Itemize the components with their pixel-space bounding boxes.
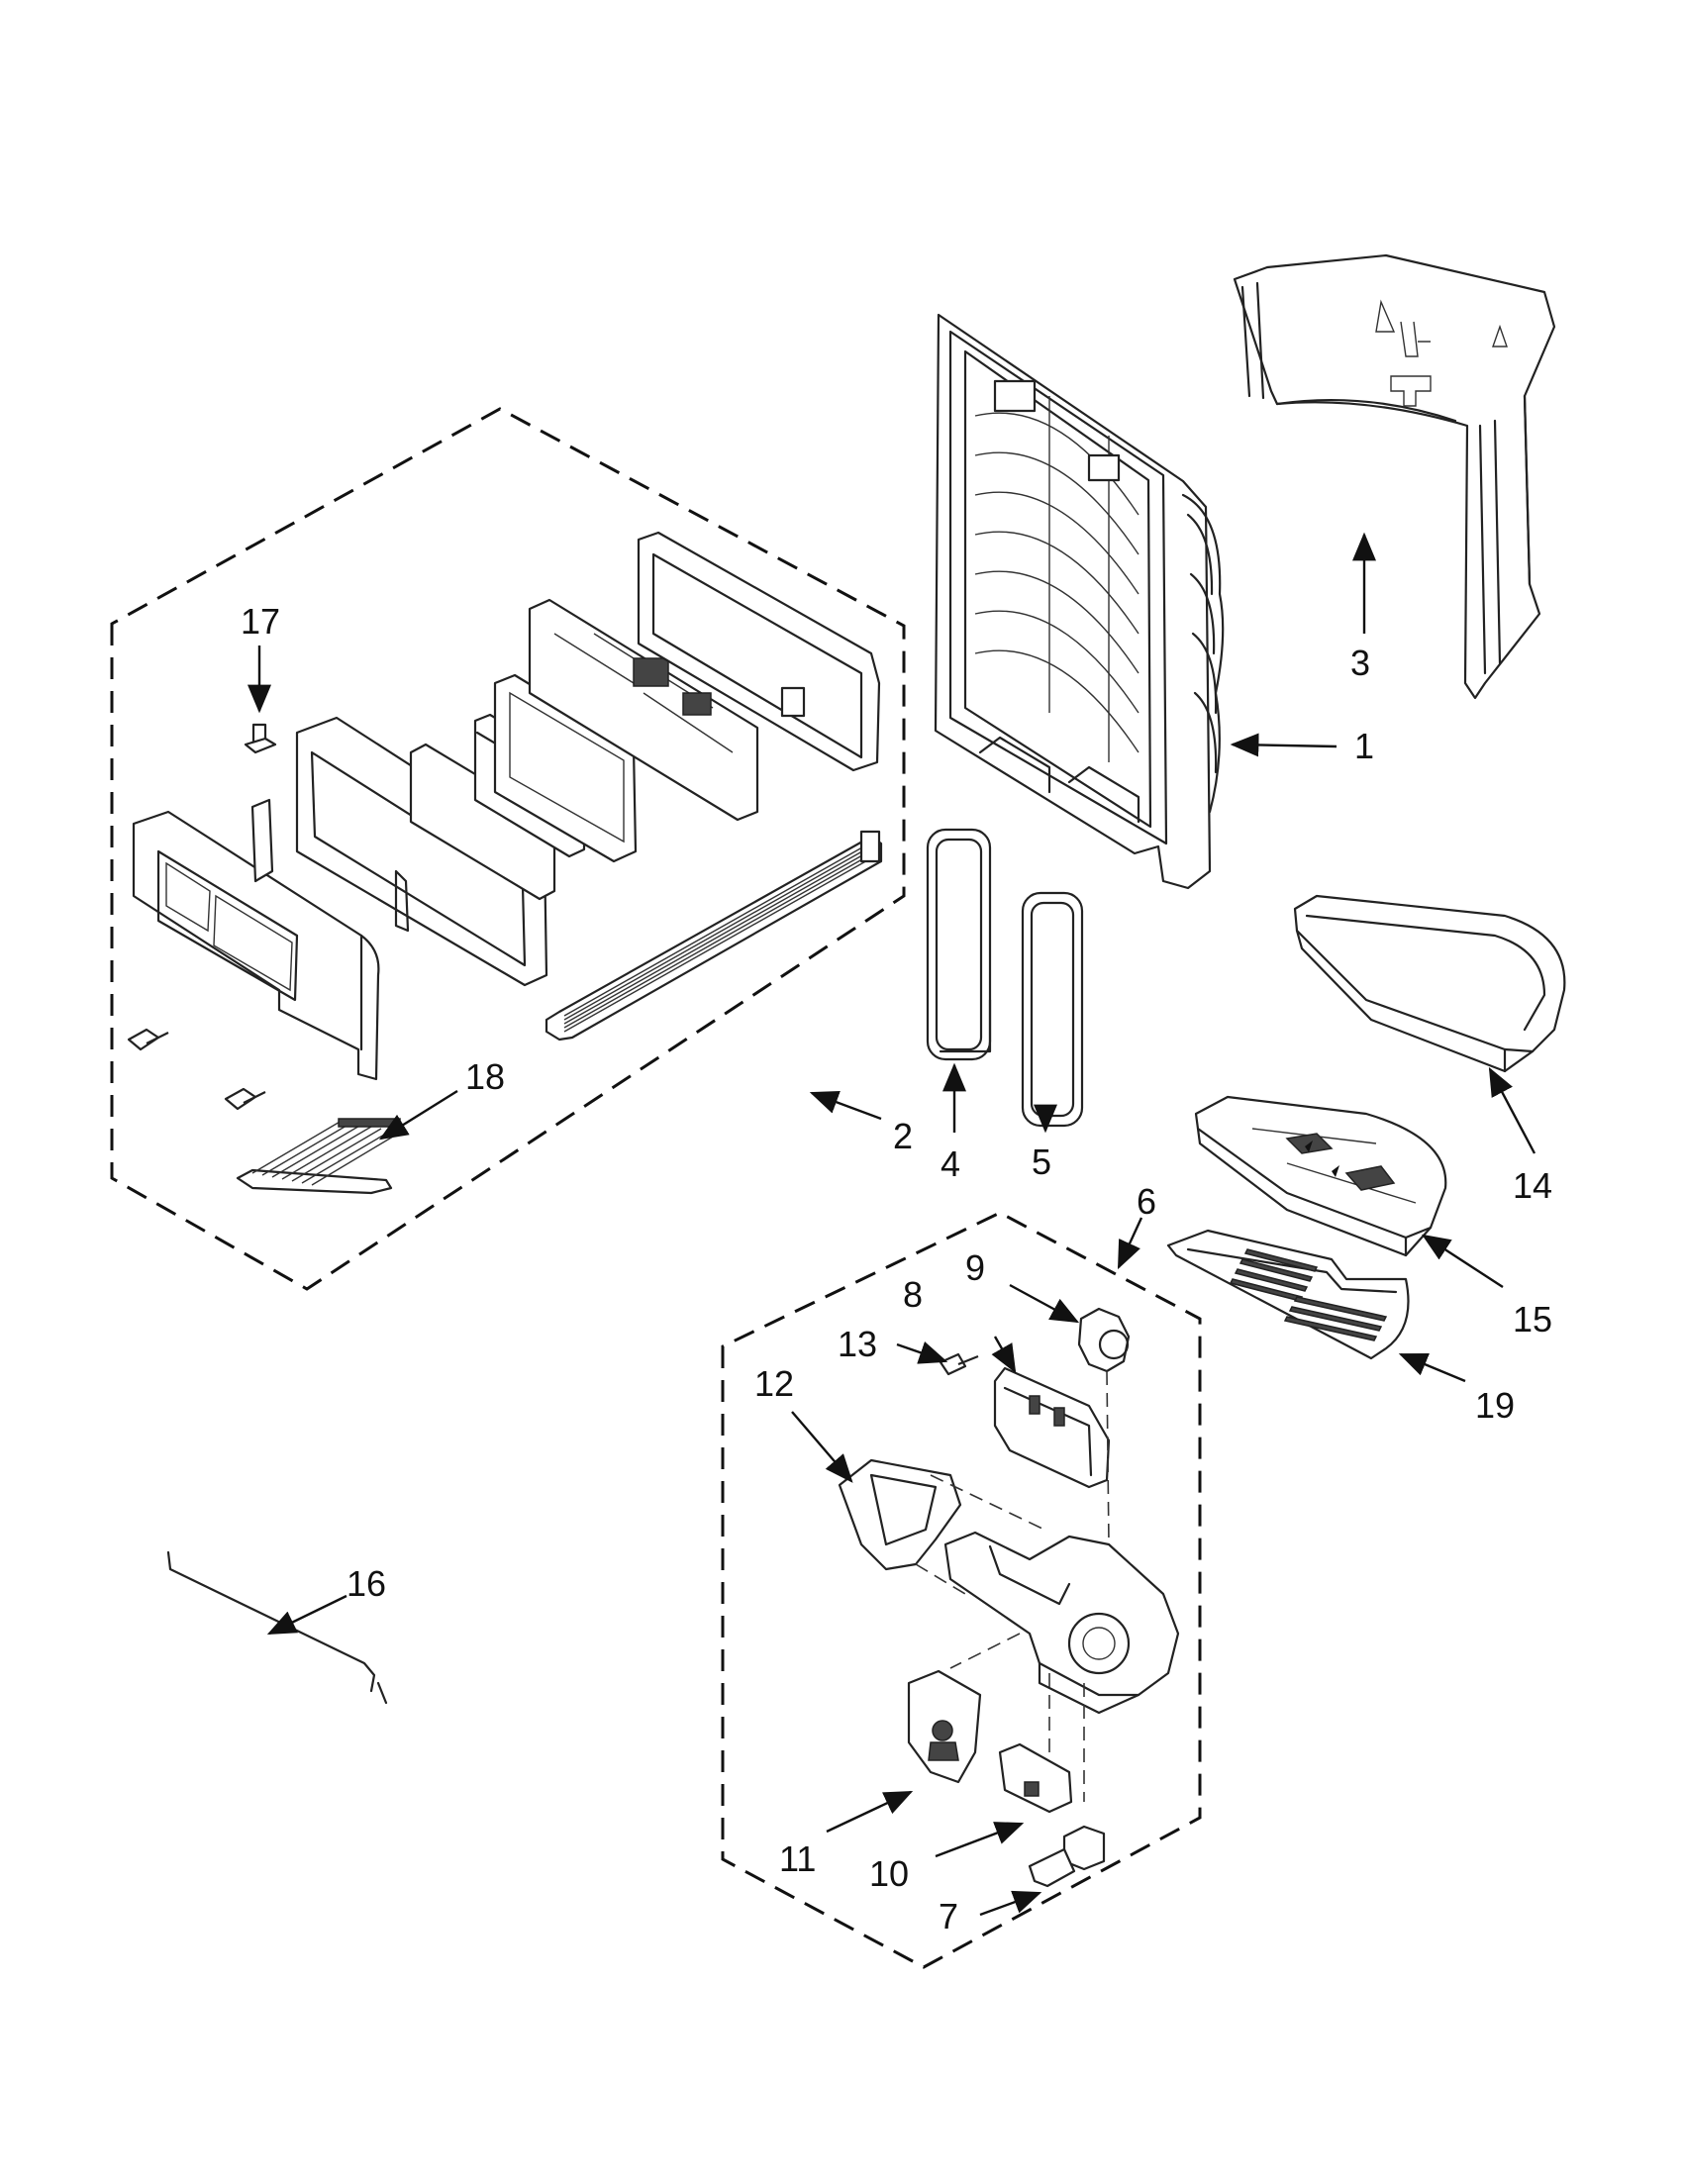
- callout-8: 8: [903, 1274, 923, 1315]
- wire-rod-part: [166, 1550, 388, 1705]
- back-cover-part: [1233, 253, 1556, 700]
- callout-17: 17: [241, 601, 280, 642]
- callout-4: 4: [941, 1143, 960, 1184]
- gasket-part-5: [1021, 891, 1084, 1128]
- callout-2: 2: [893, 1116, 913, 1156]
- dispenser-assembly-boundary: [721, 1211, 1202, 1969]
- callout-5: 5: [1032, 1142, 1051, 1182]
- callout-7: 7: [939, 1896, 958, 1936]
- control-panel-components: [127, 531, 883, 1111]
- callout-19: 19: [1475, 1385, 1515, 1426]
- callout-9: 9: [965, 1247, 985, 1288]
- callout-18: 18: [465, 1056, 505, 1097]
- callout-10: 10: [869, 1853, 909, 1894]
- tray-holder-part: [1194, 1095, 1447, 1257]
- callout-1: 1: [1354, 726, 1374, 766]
- grille-part: [1166, 1229, 1410, 1360]
- housing-frame-part: [934, 313, 1225, 890]
- dispenser-components: [838, 1307, 1180, 1888]
- gasket-part-4: [926, 828, 992, 1061]
- callout-12: 12: [754, 1363, 794, 1404]
- callout-15: 15: [1513, 1299, 1552, 1340]
- leader-arrows: [248, 532, 1536, 1917]
- callout-11: 11: [779, 1838, 816, 1879]
- callout-6: 6: [1137, 1181, 1156, 1222]
- drip-tray-part: [1293, 894, 1566, 1073]
- callout-labels: 1 2 3 4 5 6 7 8 9 10 11 12 13 14 15 16 1…: [241, 601, 1552, 1936]
- callout-16: 16: [347, 1563, 386, 1604]
- callout-3: 3: [1350, 643, 1370, 683]
- harness-part: [236, 1118, 401, 1195]
- callout-14: 14: [1513, 1165, 1552, 1206]
- control-panel-assembly-boundary: [110, 407, 906, 1291]
- callout-13: 13: [838, 1324, 877, 1364]
